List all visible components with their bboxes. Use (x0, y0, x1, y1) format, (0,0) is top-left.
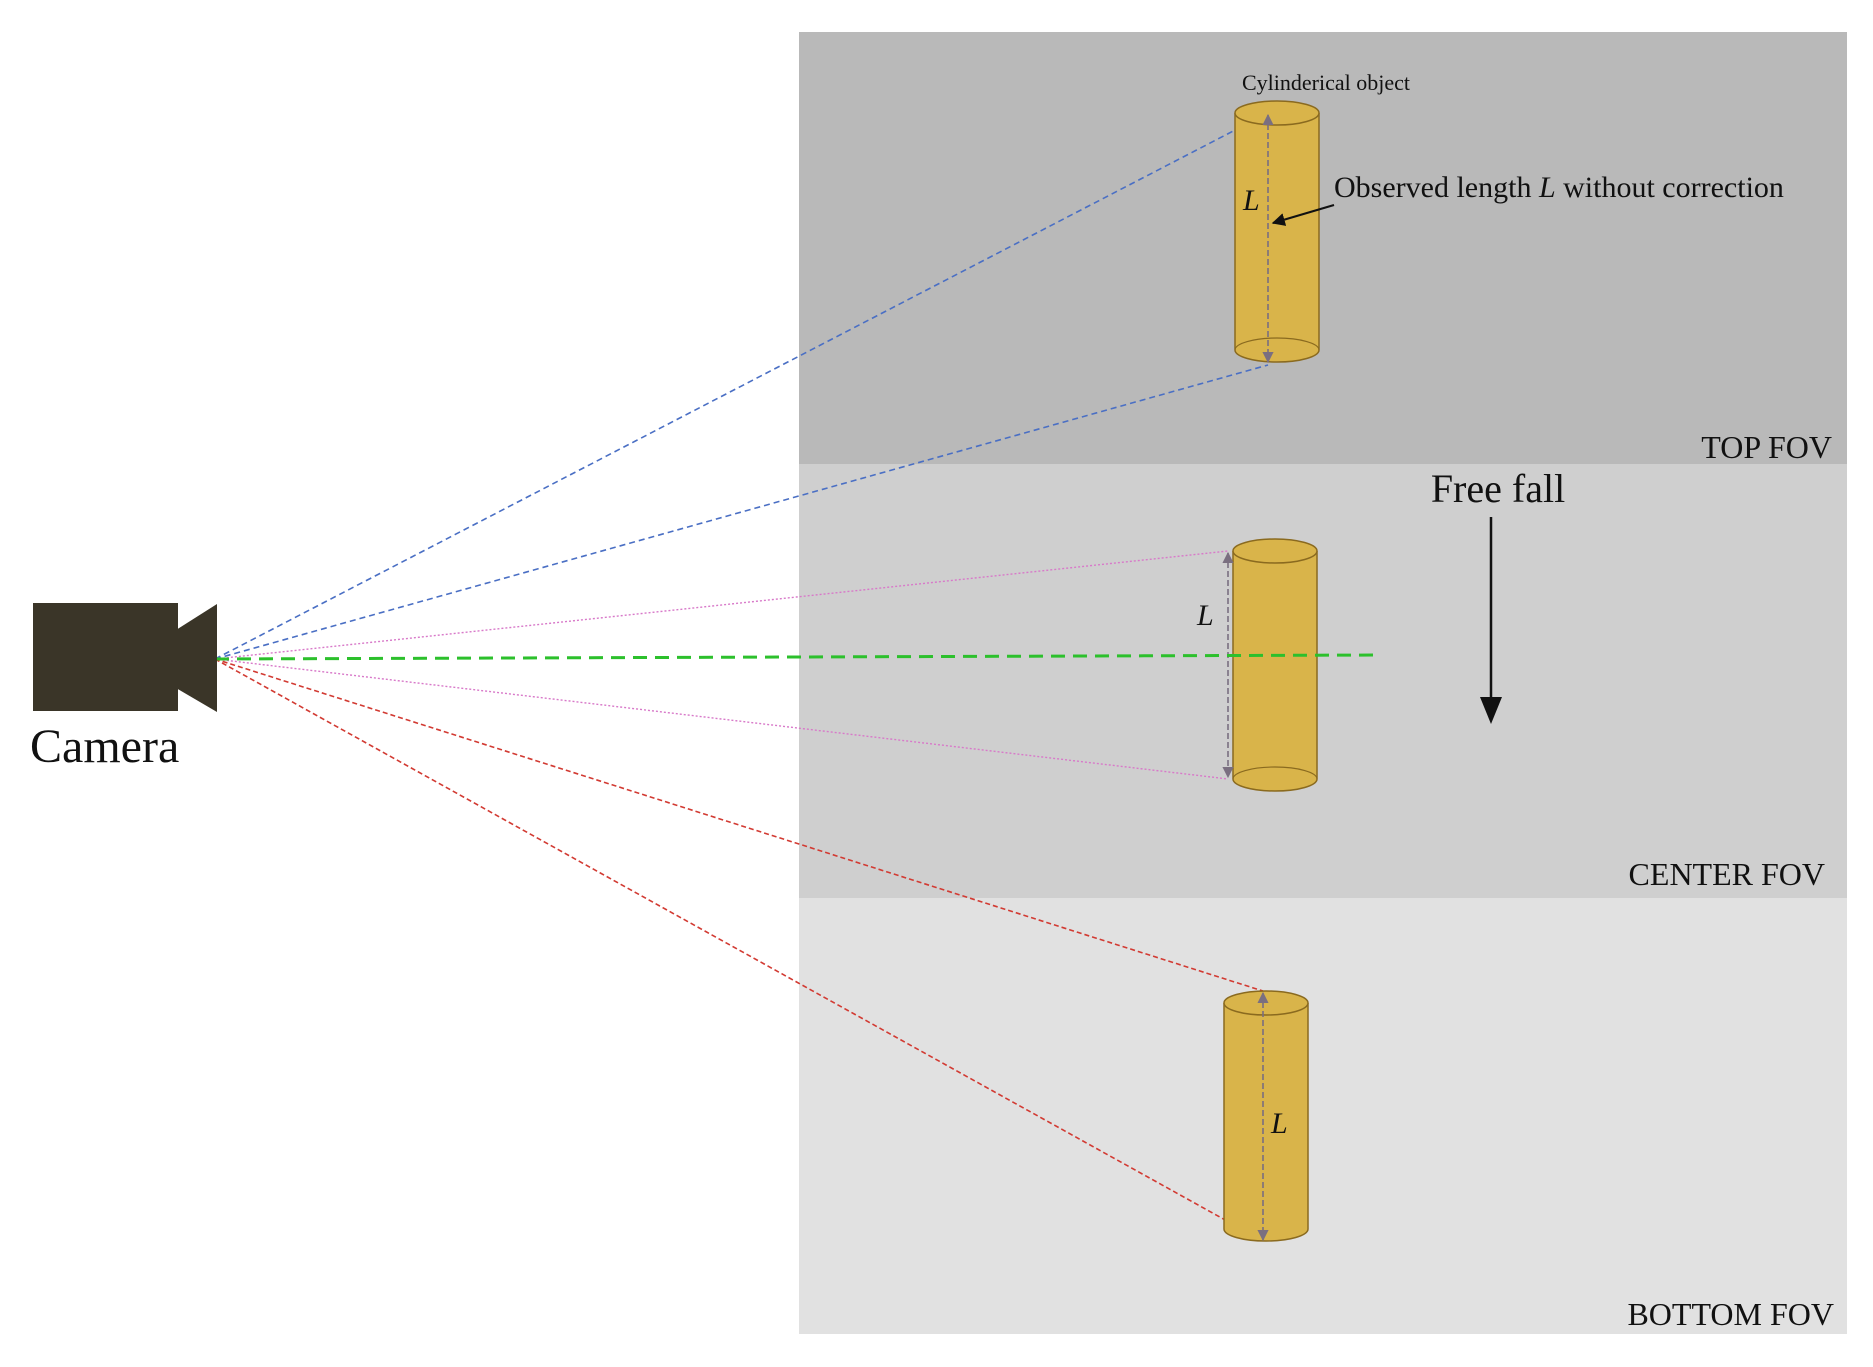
cylinder-object-label: Cylinderical object (1242, 70, 1410, 95)
observed-length-annotation: Observed length L without correction (1334, 171, 1784, 204)
top-fov-label: TOP FOV (1701, 429, 1832, 465)
camera-label: Camera (30, 720, 179, 773)
observed-length-symbol: L (1538, 171, 1556, 204)
bottom-upper-ray (214, 658, 1264, 992)
center-cylinder (1232, 538, 1318, 792)
optical-axis (214, 653, 1379, 661)
top-length-symbol: L (1242, 184, 1260, 217)
top-lower-ray (214, 364, 1269, 660)
observed-length-pointer-arrow (1271, 203, 1335, 226)
video-camera-icon (33, 603, 217, 712)
center-fov-label: CENTER FOV (1629, 856, 1825, 892)
center-length-symbol: L (1196, 599, 1214, 632)
observed-length-prefix: Observed length (1334, 171, 1539, 204)
free-fall-label: Free fall (1431, 466, 1565, 511)
top-fov-region (799, 32, 1847, 464)
top-cylinder (1234, 100, 1320, 363)
bottom-fov-label: BOTTOM FOV (1627, 1296, 1834, 1332)
down-arrow-icon (1480, 517, 1502, 724)
bottom-cylinder (1223, 990, 1309, 1242)
observed-length-suffix: without correction (1556, 171, 1784, 204)
bottom-fov-region (799, 898, 1847, 1334)
bottom-length-symbol: L (1270, 1107, 1288, 1140)
center-upper-ray (214, 550, 1229, 660)
top-upper-ray (214, 112, 1269, 660)
center-fov-region (799, 464, 1847, 898)
